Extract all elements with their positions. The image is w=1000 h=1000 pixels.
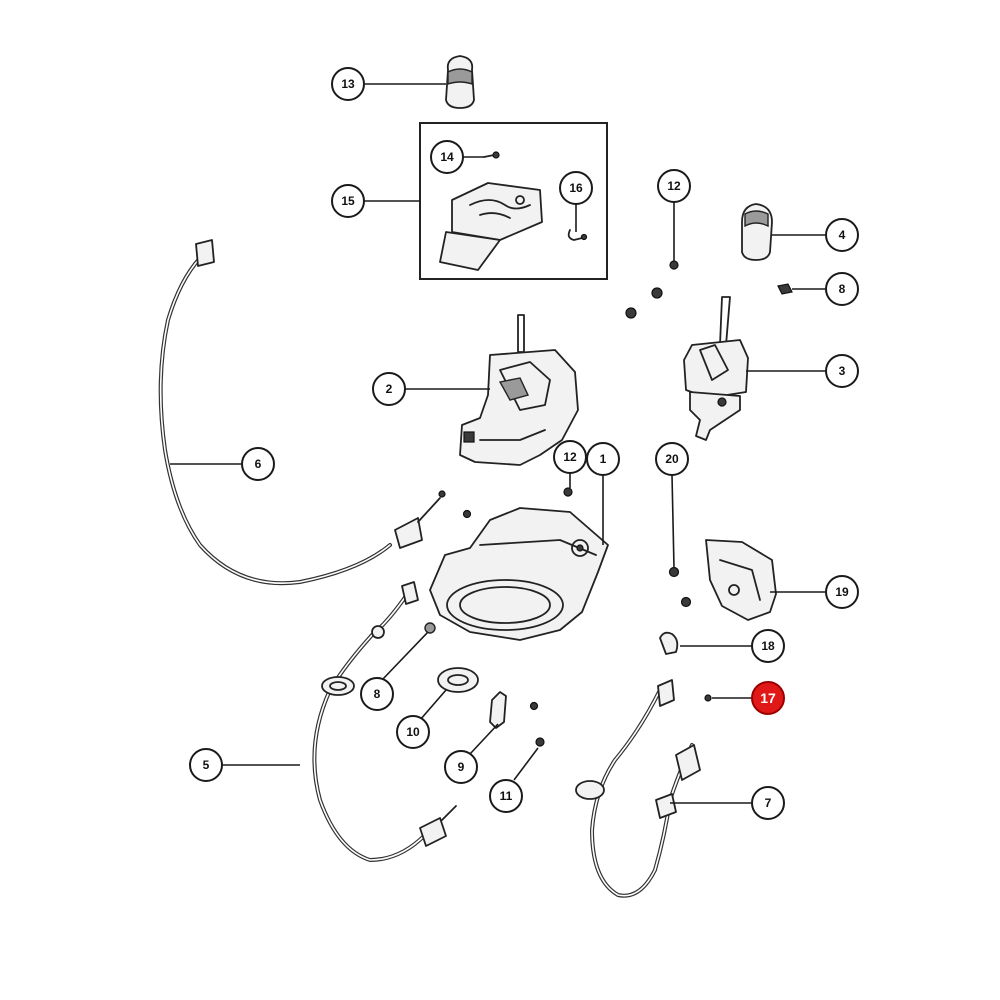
svg-text:10: 10	[406, 725, 420, 739]
callout-12-center: 12	[553, 440, 587, 474]
part-11-bolt	[535, 737, 545, 747]
part-14-screw	[483, 151, 500, 159]
callout-19: 19	[825, 575, 859, 609]
svg-text:4: 4	[839, 228, 846, 242]
svg-text:13: 13	[341, 77, 355, 91]
part-16-clip	[567, 229, 588, 241]
callout-16: 16	[559, 171, 593, 205]
part-3-shifter	[683, 296, 749, 441]
svg-text:18: 18	[761, 639, 775, 653]
leader-lines	[170, 83, 826, 804]
svg-text:16: 16	[569, 181, 583, 195]
part-12-bolt-center	[462, 487, 573, 519]
callout-13: 13	[331, 67, 365, 101]
part-13-shift-knob	[445, 55, 475, 109]
svg-text:19: 19	[835, 585, 849, 599]
callout-17-highlighted: 17	[751, 681, 785, 715]
part-6-shift-cable	[158, 239, 446, 586]
svg-text:1: 1	[600, 452, 607, 466]
part-20-bolts	[668, 566, 692, 608]
callout-9: 9	[444, 750, 478, 784]
part-18-clip	[659, 631, 679, 655]
svg-text:17: 17	[760, 690, 776, 706]
svg-text:9: 9	[458, 760, 465, 774]
svg-text:14: 14	[440, 150, 454, 164]
svg-text:8: 8	[374, 687, 381, 701]
part-17-screw	[704, 694, 712, 702]
svg-text:2: 2	[386, 382, 393, 396]
svg-text:15: 15	[341, 194, 355, 208]
callout-7: 7	[751, 786, 785, 820]
svg-text:7: 7	[765, 796, 772, 810]
callout-5: 5	[189, 748, 223, 782]
callout-12-upper: 12	[657, 169, 691, 203]
svg-text:12: 12	[667, 179, 681, 193]
callout-15: 15	[331, 184, 365, 218]
callout-20: 20	[655, 442, 689, 476]
part-8-clip-lower	[424, 622, 436, 634]
callout-1: 1	[586, 442, 620, 476]
part-8-clip-upper	[777, 283, 793, 295]
callout-10: 10	[396, 715, 430, 749]
callout-2: 2	[372, 372, 406, 406]
part-19-bracket	[705, 539, 777, 621]
part-9-bracket	[489, 691, 539, 729]
svg-text:20: 20	[665, 452, 679, 466]
part-7-shift-cable	[575, 679, 701, 898]
svg-text:5: 5	[203, 758, 210, 772]
part-2-shifter	[459, 314, 579, 466]
part-1-base-plate	[429, 507, 609, 641]
callout-4: 4	[825, 218, 859, 252]
part-5-shift-cable	[312, 581, 457, 863]
part-4-shift-knob	[741, 203, 773, 261]
svg-text:11: 11	[500, 789, 513, 803]
callout-14: 14	[430, 140, 464, 174]
svg-text:8: 8	[839, 282, 846, 296]
callout-18: 18	[751, 629, 785, 663]
callout-11: 11	[489, 779, 523, 813]
callout-8-lower: 8	[360, 677, 394, 711]
part-12-bolt-upper	[625, 260, 679, 319]
part-10-grommet	[437, 667, 479, 693]
callout-8-upper: 8	[825, 272, 859, 306]
callout-3: 3	[825, 354, 859, 388]
part-15-bezel	[439, 182, 543, 271]
svg-text:6: 6	[255, 457, 262, 471]
callout-6: 6	[241, 447, 275, 481]
svg-text:12: 12	[563, 450, 577, 464]
svg-text:3: 3	[839, 364, 846, 378]
